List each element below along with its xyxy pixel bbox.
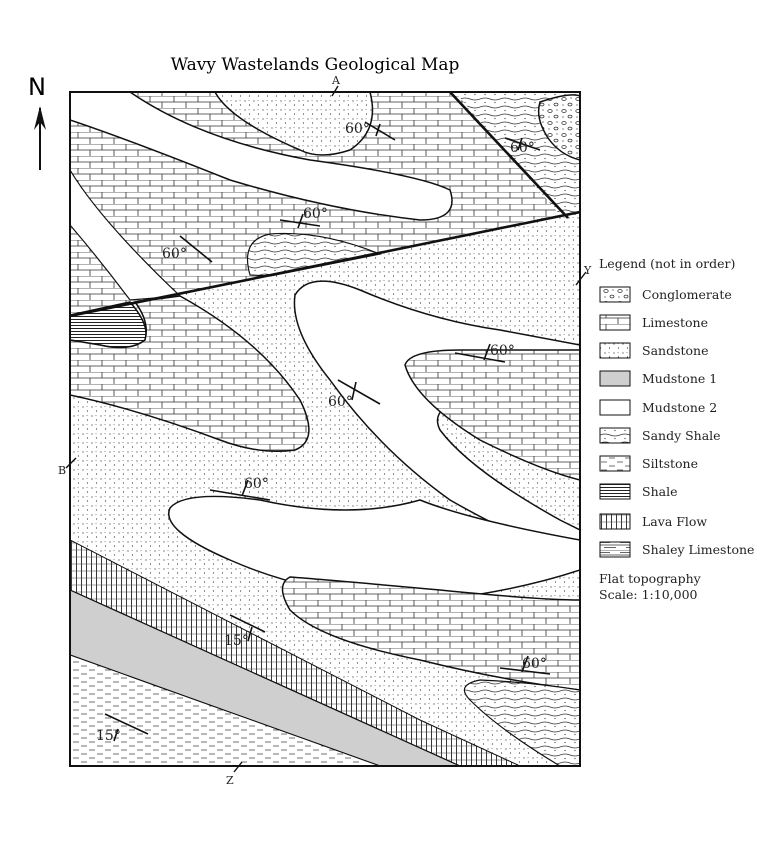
legend-label: Mudstone 2 [642, 400, 717, 415]
legend-item: Shaley Limestone [599, 541, 754, 558]
scale-note: Scale: 1:10,000 [599, 587, 698, 602]
legend-item: Mudstone 2 [599, 399, 717, 416]
legend-label: Mudstone 1 [642, 371, 717, 386]
north-label: N [28, 73, 46, 101]
legend-item: Sandy Shale [599, 427, 721, 444]
fault-line-main [70, 210, 580, 318]
dip-label: 60° [162, 246, 187, 262]
sandy-shale-lens [246, 232, 383, 277]
legend-item: Siltstone [599, 455, 698, 472]
dip-label: 60° [345, 121, 370, 137]
dip-label: 60° [522, 656, 547, 672]
legend-item: Limestone [599, 314, 708, 331]
point-a-label: A [331, 74, 341, 87]
legend: Legend (not in order) Conglomerate Limes… [599, 256, 754, 602]
conglomerate-pod [537, 94, 580, 161]
legend-label: Siltstone [642, 456, 698, 471]
map-body: 60° 60° 60° 60° 60° 60° 60° 60° 15° 15° [70, 92, 580, 766]
legend-title: Legend (not in order) [599, 256, 735, 271]
legend-item: Conglomerate [599, 286, 732, 303]
siltstone-area [70, 654, 381, 766]
legend-item: Sandstone [599, 342, 708, 359]
legend-label: Limestone [642, 315, 708, 330]
point-z-label: Z [226, 774, 234, 787]
lava-flow-band [70, 539, 521, 766]
dip-label: 60° [328, 394, 353, 410]
limestone-right-fold [404, 349, 580, 481]
legend-item: Shale [599, 483, 677, 500]
legend-label: Sandy Shale [642, 428, 721, 443]
legend-label: Lava Flow [642, 514, 707, 529]
map-frame [69, 91, 581, 767]
point-b-label: B [58, 464, 66, 477]
legend-label: Shale [642, 484, 677, 499]
fault-line-top [449, 92, 569, 219]
point-y-label: Y [583, 264, 592, 277]
legend-item: Lava Flow [599, 513, 707, 530]
lower-limestone-fold [70, 295, 310, 452]
topography-note: Flat topography [599, 571, 702, 586]
limestone-lower-fold [281, 576, 580, 691]
dip-label: 60° [510, 140, 535, 156]
map-title: Wavy Wastelands Geological Map [171, 55, 460, 75]
legend-label: Sandstone [642, 343, 708, 358]
dip-label: 15° [96, 728, 121, 744]
legend-item: Mudstone 1 [599, 370, 717, 387]
legend-label: Shaley Limestone [642, 542, 754, 557]
north-arrow-icon: N [28, 73, 46, 170]
dip-label: 60° [303, 206, 328, 222]
dip-label: 60° [244, 476, 269, 492]
legend-label: Conglomerate [642, 287, 732, 302]
mudstone1-band [70, 589, 461, 766]
dip-label: 60° [490, 343, 515, 359]
sandy-shale-lower [463, 679, 580, 766]
sandstone-lens-top [214, 92, 374, 156]
dip-label: 15° [224, 633, 249, 649]
mudstone2-band-top [70, 92, 453, 221]
